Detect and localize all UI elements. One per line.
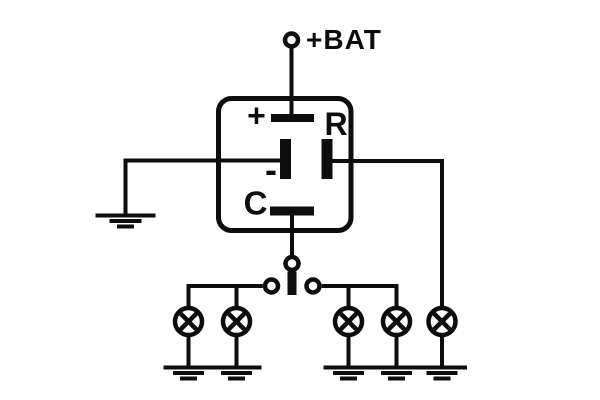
switch-left-contact-icon (262, 277, 281, 295)
lamp-icon (332, 305, 365, 338)
relay-output-label: R (324, 106, 347, 142)
relay-plus-label: + (247, 98, 266, 134)
ground-icon (417, 365, 467, 381)
relay-minus-label: - (265, 149, 277, 190)
switch-lever (287, 271, 297, 295)
lamp-cross-line (337, 310, 360, 333)
relay-plus-bar (271, 114, 314, 122)
battery-label: +BAT (306, 24, 382, 55)
ground-icon (163, 365, 214, 381)
lamp-icon (426, 305, 458, 338)
relay-left-contact-bar (280, 139, 291, 179)
ground-icon (323, 365, 374, 381)
lamp-icon (172, 305, 205, 338)
lamp-cross-line (177, 310, 200, 333)
relay-common-bar (270, 206, 314, 216)
ground-icon (211, 365, 262, 381)
lamp-cross-line (225, 310, 248, 333)
lamp-cross-line (385, 310, 408, 333)
ground-icon (371, 365, 422, 381)
left-lamps-wire (186, 284, 263, 309)
lamp-icon (220, 305, 253, 338)
switch-right-contact-icon (304, 277, 322, 295)
battery-terminal-icon (282, 31, 301, 49)
minus-ground-wire (123, 158, 281, 215)
relay-output-wire (331, 159, 444, 309)
right-lamps-wire (321, 284, 399, 309)
relay-common-label: C (244, 185, 268, 222)
relay-right-contact-bar (321, 139, 333, 179)
ground-icon (95, 213, 156, 229)
lamp-icon (380, 305, 413, 338)
switch-common-terminal-icon (283, 254, 301, 273)
relay-box (216, 96, 354, 233)
lamp-cross-line (430, 310, 454, 333)
